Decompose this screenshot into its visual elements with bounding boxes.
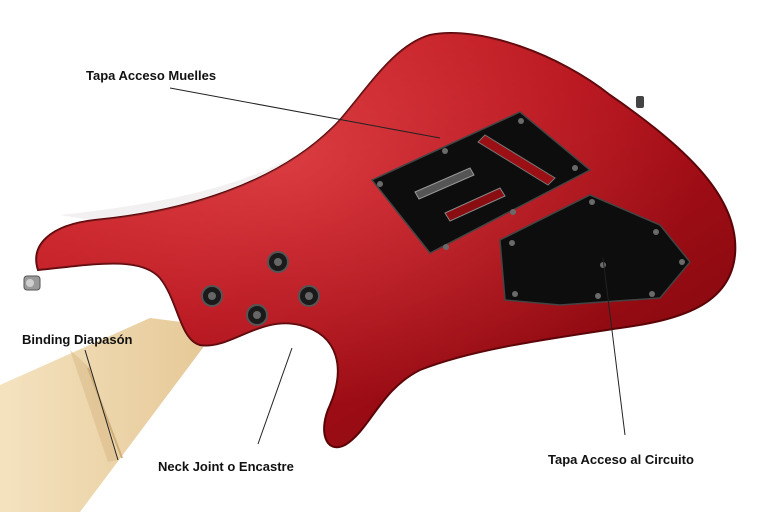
leader-line-fretboard-binding (84, 349, 119, 461)
leader-line-circuit-cover (602, 257, 626, 436)
label-spring-access-cover: Tapa Acceso Muelles (86, 68, 217, 83)
label-neck-joint: Neck Joint o Encastre (158, 459, 294, 474)
spring-access-cover (370, 111, 592, 254)
leader-line-spring-cover (169, 87, 441, 139)
strap-button (23, 275, 41, 291)
output-jack (636, 96, 644, 108)
leader-line-neck-joint (257, 347, 293, 445)
body-shine (36, 33, 736, 448)
label-fretboard-binding: Binding Diapasón (22, 332, 133, 347)
guitar-neck (0, 318, 205, 512)
label-circuit-access-cover: Tapa Acceso al Circuito (548, 452, 694, 467)
neck-joint-screws (201, 251, 320, 326)
circuit-access-cover (499, 194, 691, 306)
fretboard-binding (87, 367, 123, 459)
